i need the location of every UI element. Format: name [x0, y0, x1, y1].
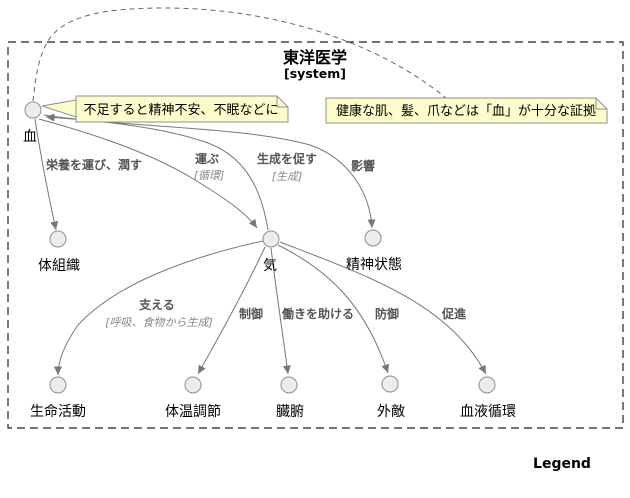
node-mental-state-label: 精神状態 — [346, 257, 402, 273]
note-blood-deficiency — [75, 95, 289, 123]
node-temperature-regulation-label: 体温調節 — [165, 403, 221, 420]
edge-label-support: 支える — [138, 297, 175, 312]
node-organs-label: 臓腑 — [276, 404, 304, 420]
note-blood-deficiency-text: 不足すると精神不安、不眠などに — [83, 103, 278, 118]
note-link-blood-sufficiency — [32, 7, 447, 102]
node-body-tissue: 体組織 — [38, 230, 80, 274]
node-blood-circle — [24, 101, 42, 119]
note-blood-sufficiency-text: 健康な肌、髪、爪などは「血」が十分な証拠 — [336, 103, 596, 119]
edge-label-promote-generation: 生成を促す — [257, 151, 317, 166]
edge-sublabel-breath-food: [呼吸、食物から生成] — [105, 316, 213, 329]
edge-sublabel-circulation: [循環] — [194, 169, 225, 182]
edge-label-influence: 影響 — [351, 158, 375, 173]
edge-label-assist-function: 働きを助ける — [281, 306, 354, 321]
edge-label-carry-nourish: 栄養を運び、潤す — [45, 157, 142, 172]
edge-blood-to-body-tissue — [34, 118, 59, 231]
note-fold-icon — [595, 98, 607, 110]
diagram-stereotype: [system] — [284, 66, 346, 81]
node-qi-circle — [262, 230, 280, 248]
edge-qi-to-organs — [270, 247, 291, 375]
node-life-activity: 生命活動 — [30, 376, 86, 420]
node-temperature-regulation-circle — [184, 376, 202, 394]
node-life-activity-circle — [49, 376, 67, 394]
edge-label-promote: 促進 — [441, 306, 467, 321]
node-mental-state: 精神状態 — [346, 229, 402, 273]
edge-qi-to-blood-circulation — [279, 241, 487, 375]
edge-label-carry: 運ぶ — [195, 152, 219, 166]
node-blood-circulation-label: 血液循環 — [460, 404, 516, 420]
node-qi: 気 — [262, 230, 280, 274]
node-body-tissue-label: 体組織 — [38, 258, 80, 274]
edge-qi-to-blood — [45, 113, 269, 231]
node-blood-label: 血 — [23, 129, 37, 145]
node-mental-state-circle — [364, 229, 382, 247]
legend-label: Legend — [533, 456, 591, 472]
node-external-enemy: 外敵 — [377, 375, 405, 420]
node-organs: 臓腑 — [276, 376, 304, 420]
node-external-enemy-circle — [381, 375, 399, 393]
node-qi-label: 気 — [263, 258, 277, 274]
node-external-enemy-label: 外敵 — [377, 404, 405, 420]
edge-qi-to-external-enemy — [277, 244, 390, 374]
node-life-activity-label: 生命活動 — [30, 403, 86, 420]
edge-blood-to-mental-state — [43, 114, 376, 229]
system-frame — [7, 41, 624, 429]
node-temperature-regulation: 体温調節 — [165, 376, 221, 420]
edge-qi-to-life-activity — [54, 240, 264, 376]
note-tail-blood-deficiency — [41, 99, 77, 118]
node-blood-circulation-circle — [478, 376, 496, 394]
edge-blood-to-qi — [38, 118, 258, 229]
node-organs-circle — [280, 376, 298, 394]
note-blood-sufficiency — [325, 97, 608, 124]
node-blood-circulation: 血液循環 — [460, 376, 516, 420]
diagram-title: 東洋医学 — [283, 48, 347, 67]
edge-label-defense: 防御 — [375, 306, 399, 321]
node-blood: 血 — [23, 101, 42, 145]
edge-label-control: 制御 — [239, 306, 263, 321]
note-fold-icon — [276, 96, 288, 108]
edge-sublabel-generation: [生成] — [272, 170, 303, 183]
edge-qi-to-temperature — [197, 246, 266, 375]
node-body-tissue-circle — [49, 230, 67, 248]
